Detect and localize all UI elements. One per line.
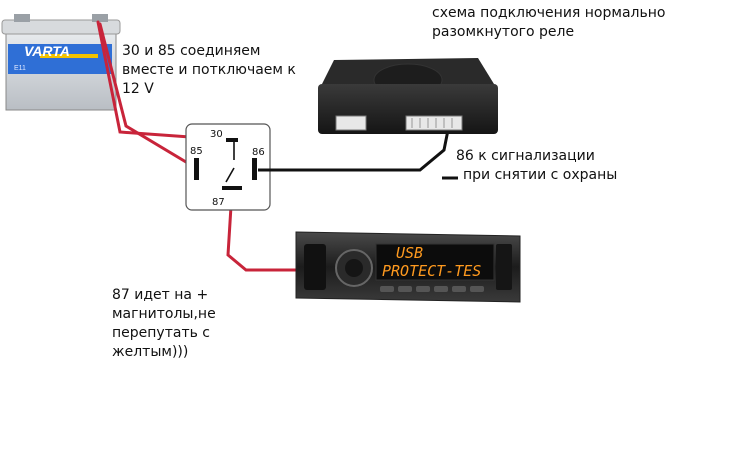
pin-85-contact [194, 158, 199, 180]
note-30-85-line1: 30 и 85 соединяем [122, 43, 261, 59]
note-86-line2: при снятии с охраны [463, 167, 618, 183]
pin-30-contact [226, 138, 238, 142]
car-radio: USB PROTECT-TES [295, 231, 521, 303]
pin-30-label: 30 [210, 129, 223, 140]
radio-display-line1: USB [396, 244, 423, 262]
radio-knob-center [345, 259, 363, 277]
battery-brand: VARTA [24, 43, 70, 59]
battery-label-stripe [40, 54, 98, 58]
relay-body [185, 123, 271, 211]
pin-86-label: 86 [252, 147, 265, 158]
pin-87-contact [222, 186, 242, 190]
radio-left-buttons [304, 244, 326, 290]
battery: VARTA E11 [1, 14, 121, 111]
wire-85 [98, 22, 198, 170]
note-87-line2: магнитолы,не [112, 306, 216, 322]
radio-right-panel [496, 244, 512, 290]
battery-terminal-neg [14, 14, 30, 22]
pin-85-label: 85 [190, 146, 203, 157]
wire-87 [226, 188, 302, 272]
radio-display-line2: PROTECT-TES [382, 262, 481, 280]
alarm-connector-1 [335, 115, 367, 131]
battery-sublabel: E11 [14, 65, 26, 72]
battery-terminal-pos [92, 14, 108, 22]
battery-label-band [8, 44, 112, 74]
diagram-title: схема подключения нормально разомкнутого… [432, 4, 682, 42]
note-86: 86 к сигнализации при снятии с охраны [456, 147, 617, 185]
note-87-line4: желтым))) [112, 344, 189, 360]
note-87-line3: перепутать с [112, 325, 210, 341]
note-30-85: 30 и 85 соединяем вместе и потключаем к … [122, 42, 296, 99]
battery-lid [1, 19, 121, 35]
wire-86 [258, 129, 450, 172]
note-87: 87 идет на + магнитолы,не перепутать с ж… [112, 286, 216, 362]
switch-arm [225, 167, 235, 183]
note-30-85-line2: вместе и потключаем к [122, 62, 296, 78]
note-87-line1: 87 идет на + [112, 287, 209, 303]
alarm-unit [318, 58, 498, 134]
alarm-connector-2 [405, 115, 463, 131]
note-86-line1: 86 к сигнализации [456, 148, 595, 164]
note-30-85-line3: 12 V [122, 81, 154, 97]
title-text: схема подключения нормально разомкнутого… [432, 5, 666, 40]
pin-86-contact [252, 158, 257, 180]
radio-display [375, 243, 495, 281]
relay: 30 85 86 87 [185, 123, 271, 211]
pin-87-label: 87 [212, 197, 225, 208]
